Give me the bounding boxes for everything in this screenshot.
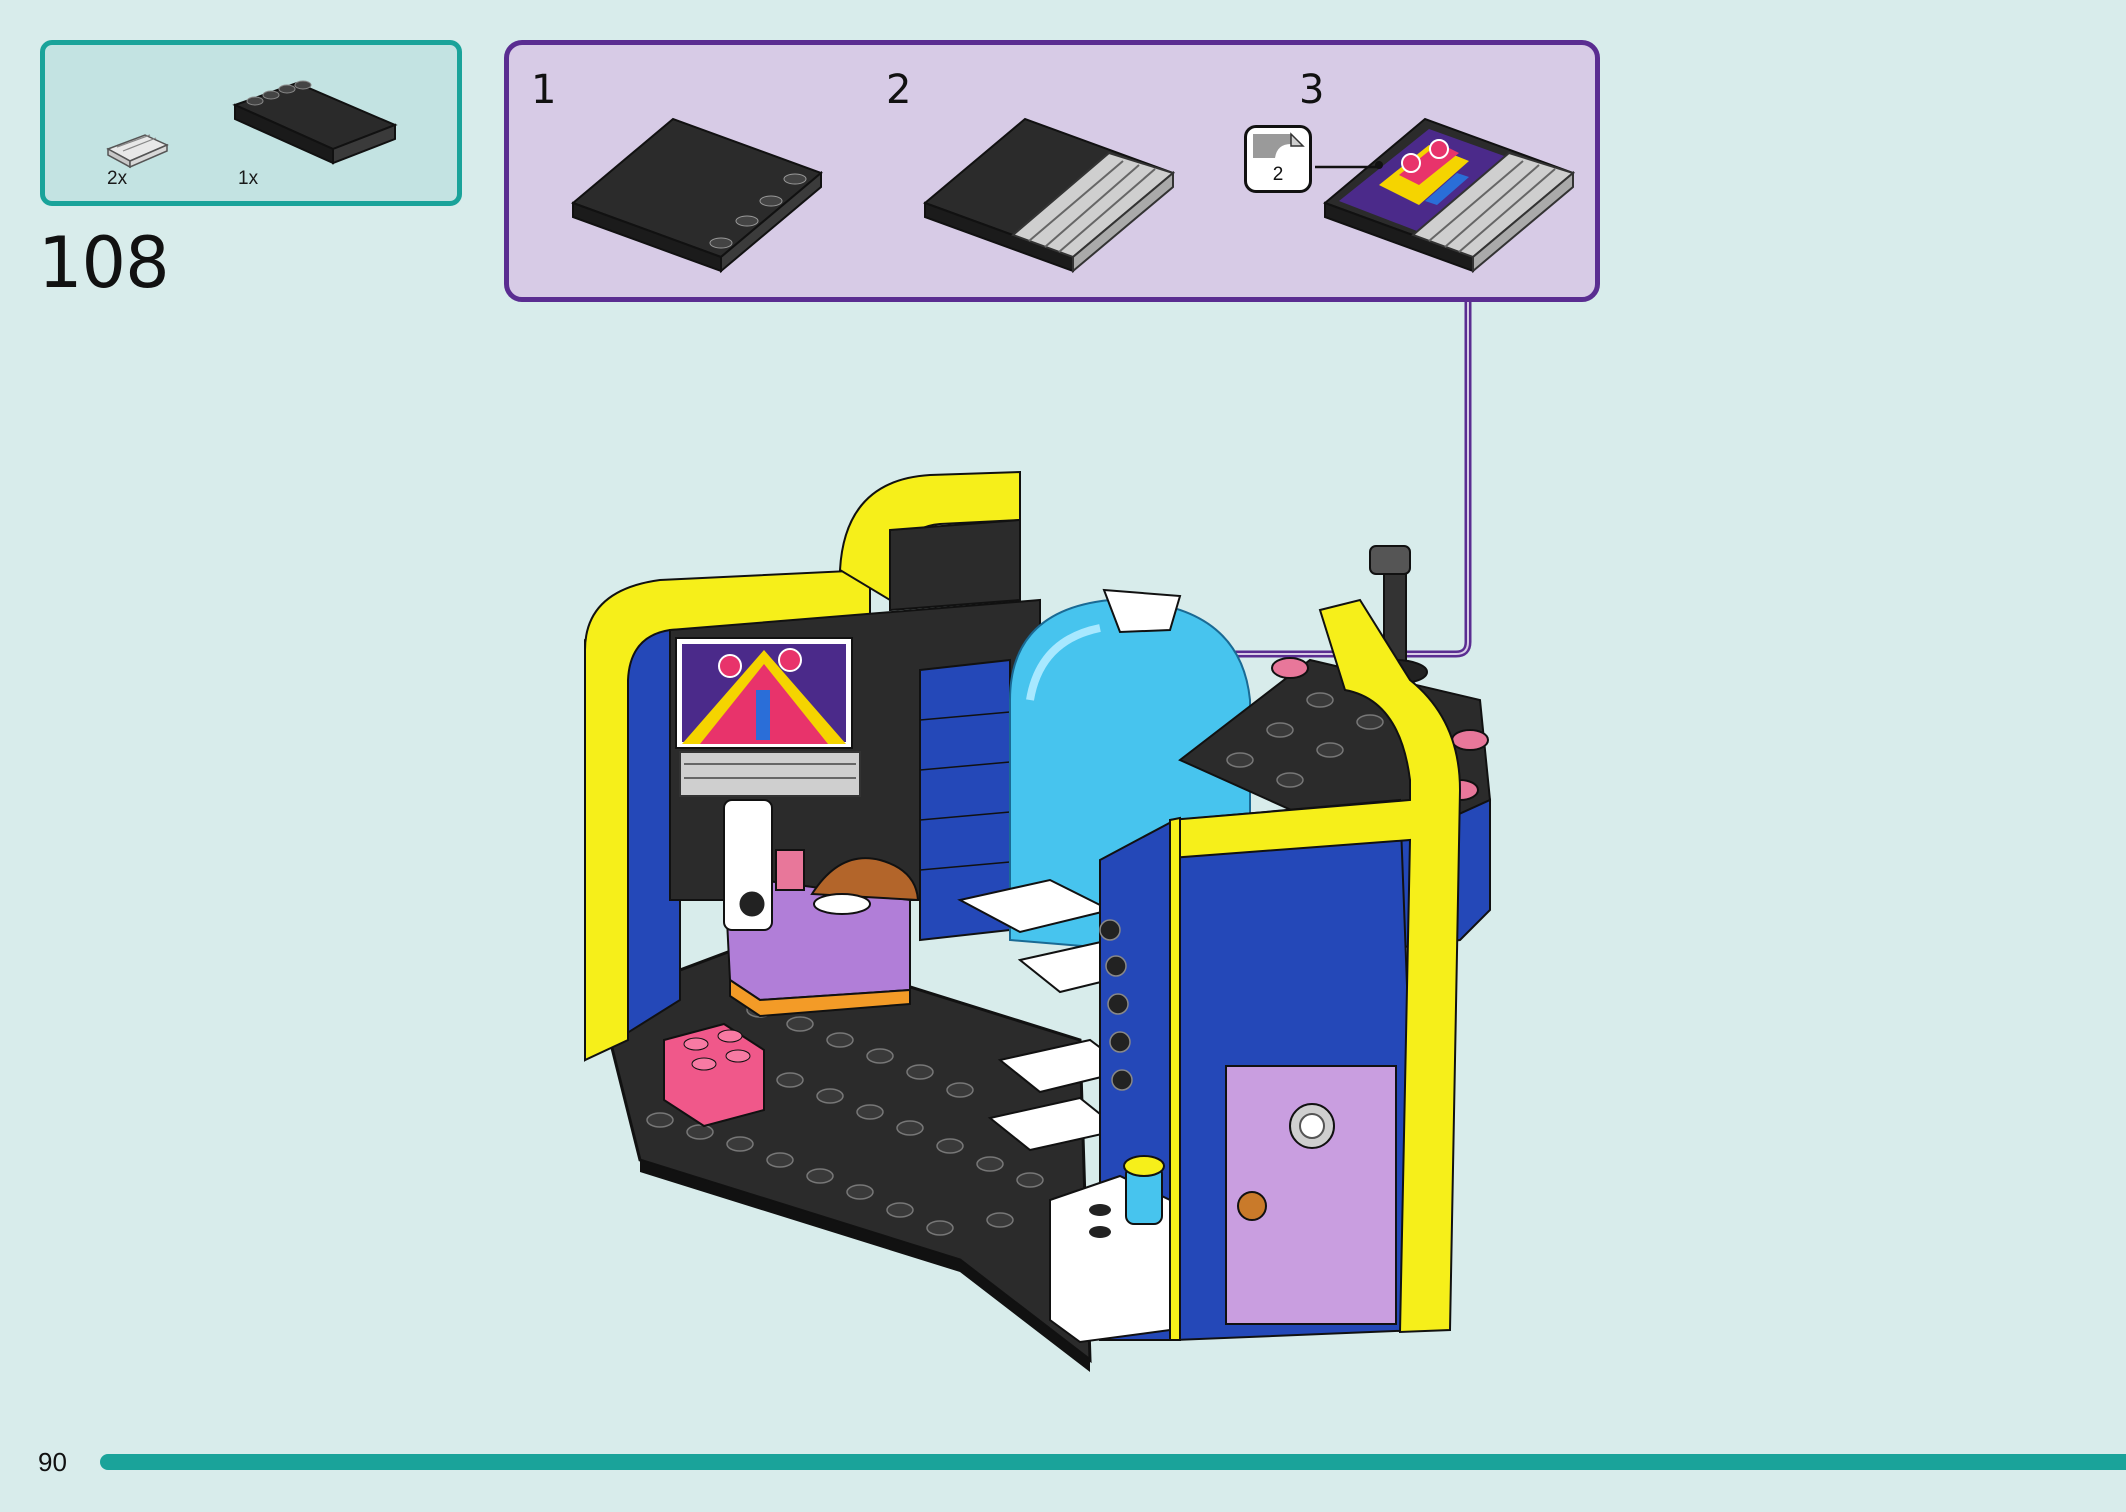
- parts-list-box: 2x 1x: [40, 40, 462, 206]
- substep-number: 3: [1299, 67, 1325, 113]
- black-plate-icon: [232, 80, 398, 165]
- white-stairs: [957, 878, 1153, 1152]
- part-quantity: 1x: [238, 168, 259, 189]
- substep-number: 2: [886, 67, 912, 113]
- step-number: 108: [38, 222, 170, 304]
- sticker-number: 2: [1272, 164, 1284, 185]
- substep-number: 1: [531, 67, 557, 113]
- pink-brick: [663, 1022, 765, 1128]
- white-cabinet: [1049, 1155, 1171, 1344]
- decorated-tile-icon: [1323, 117, 1576, 274]
- page-number: 90: [38, 1447, 67, 1477]
- subassembly-box: 1 2 3: [504, 40, 1600, 302]
- coffee-machine-icon: [723, 799, 773, 931]
- parts-illustrations: [106, 80, 398, 169]
- black-plate-icon: [571, 117, 823, 274]
- lavender-door: [1225, 1065, 1397, 1325]
- poster: [675, 637, 861, 797]
- counter: [723, 799, 920, 1018]
- floor-studs: [646, 1002, 1044, 1236]
- croissant-icon: [810, 857, 920, 902]
- sticker-icon: [1253, 132, 1305, 158]
- clear-tile-icon: [106, 134, 169, 169]
- black-plate-icon: [923, 117, 1176, 274]
- progress-bar: [100, 1454, 2126, 1470]
- sticker-badge: 2: [1244, 125, 1312, 193]
- subassembly-illustrations: [571, 117, 1576, 274]
- part-quantity: 2x: [107, 168, 128, 189]
